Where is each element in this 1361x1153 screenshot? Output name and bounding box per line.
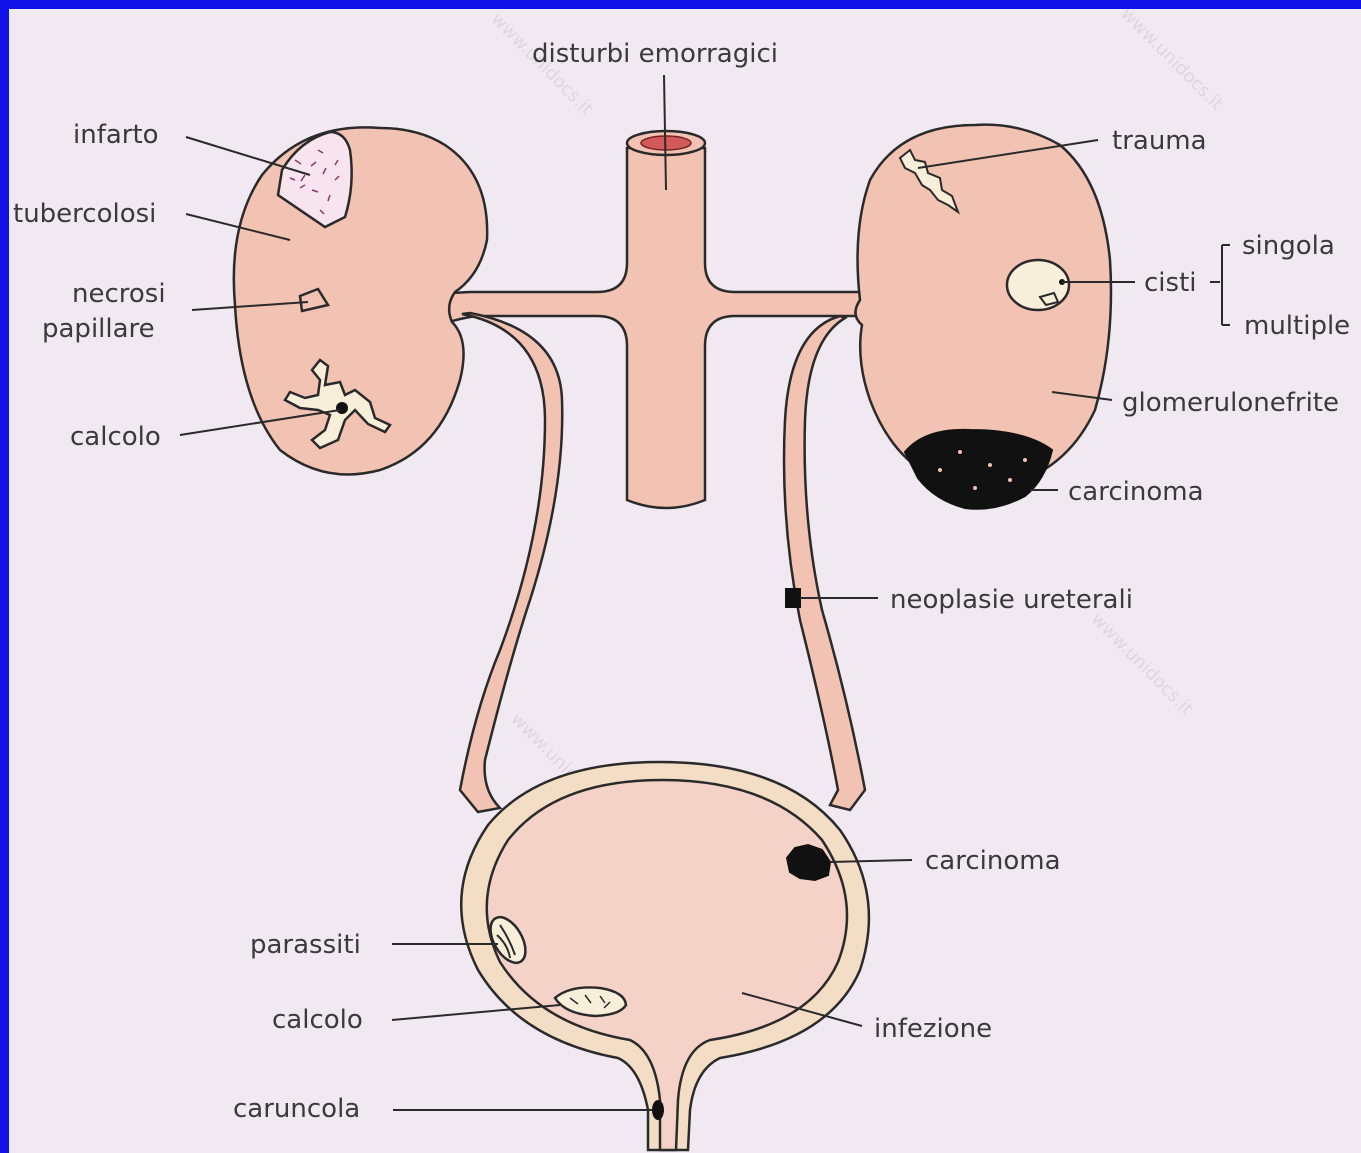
- label-caruncola: caruncola: [233, 1094, 360, 1124]
- label-tubercolosi: tubercolosi: [13, 199, 156, 229]
- calculus-dot: [336, 402, 348, 414]
- watermark-text: www.unidocs.it: [1086, 609, 1197, 720]
- label-infezione: infezione: [874, 1014, 992, 1044]
- ureteral-tumor: [785, 588, 801, 608]
- aorta: [449, 131, 894, 508]
- label-neoplasie-ureterali: neoplasie ureterali: [890, 585, 1133, 615]
- label-necrosi: necrosi: [72, 279, 166, 309]
- cyst: [1007, 260, 1069, 310]
- left-kidney: [234, 127, 487, 474]
- label-papillare: papillare: [42, 314, 155, 344]
- label-singola: singola: [1242, 231, 1335, 261]
- label-cisti: cisti: [1144, 268, 1196, 298]
- label-calcolo-vescica: calcolo: [272, 1005, 363, 1035]
- caruncle: [652, 1100, 664, 1120]
- label-glomerulonefrite: glomerulonefrite: [1122, 388, 1339, 418]
- label-carcinoma-vescica: carcinoma: [925, 846, 1061, 876]
- label-disturbi-emorragici: disturbi emorragici: [532, 39, 778, 69]
- urinary-tract-diagram: www.unidocs.it www.unidocs.it www.unidoc…: [9, 9, 1361, 1153]
- label-carcinoma-rene: carcinoma: [1068, 477, 1204, 507]
- diagram-canvas: www.unidocs.it www.unidocs.it www.unidoc…: [9, 9, 1361, 1153]
- label-trauma: trauma: [1112, 126, 1207, 156]
- bladder-lumen: [487, 780, 847, 1150]
- label-multiple: multiple: [1244, 311, 1350, 341]
- right-ureter: [784, 316, 865, 810]
- watermark-text: www.unidocs.it: [1116, 9, 1227, 114]
- label-infarto: infarto: [73, 120, 159, 150]
- cisti-bracket: [1210, 245, 1230, 325]
- label-parassiti: parassiti: [250, 930, 361, 960]
- label-calcolo-rene: calcolo: [70, 422, 161, 452]
- renal-carcinoma-mass: [905, 430, 1052, 509]
